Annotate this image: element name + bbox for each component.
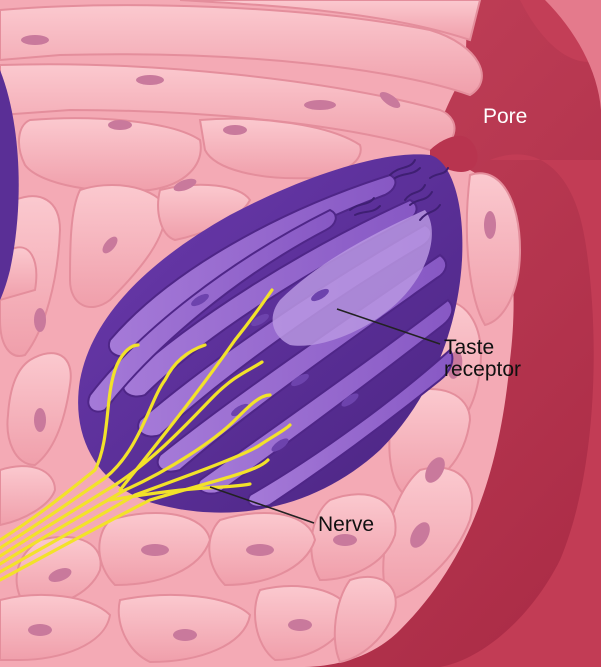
nerve-fiber <box>0 423 292 574</box>
nerve-fiber <box>0 343 207 550</box>
microvilli <box>349 159 449 221</box>
right-epithelium <box>440 154 601 667</box>
nerve-fiber <box>118 288 274 492</box>
top-cell-bands <box>0 0 483 152</box>
nerve-leader-line <box>209 486 315 524</box>
cell-nuclei <box>21 35 496 641</box>
nerve-fiber <box>0 393 272 566</box>
nerve-fiber <box>0 343 140 542</box>
nerve-fibers <box>0 288 292 582</box>
taste-receptor-label-line2: receptor <box>444 358 522 381</box>
taste-receptor-highlight <box>272 210 432 346</box>
receptor-nuclei <box>191 288 359 452</box>
nerve-fiber <box>108 482 252 502</box>
taste-receptor-label: Taste receptor <box>444 337 521 381</box>
nerve-label: Nerve <box>318 513 375 536</box>
taste-receptor-leader-line <box>336 308 441 345</box>
nerve-fiber <box>0 360 264 558</box>
adjacent-bud-edge <box>0 70 19 300</box>
taste-receptor-label-line1: Taste <box>444 336 495 359</box>
pore-label: Pore <box>483 105 528 128</box>
surrounding-cells <box>0 117 522 664</box>
surface-fold-right <box>545 0 601 110</box>
